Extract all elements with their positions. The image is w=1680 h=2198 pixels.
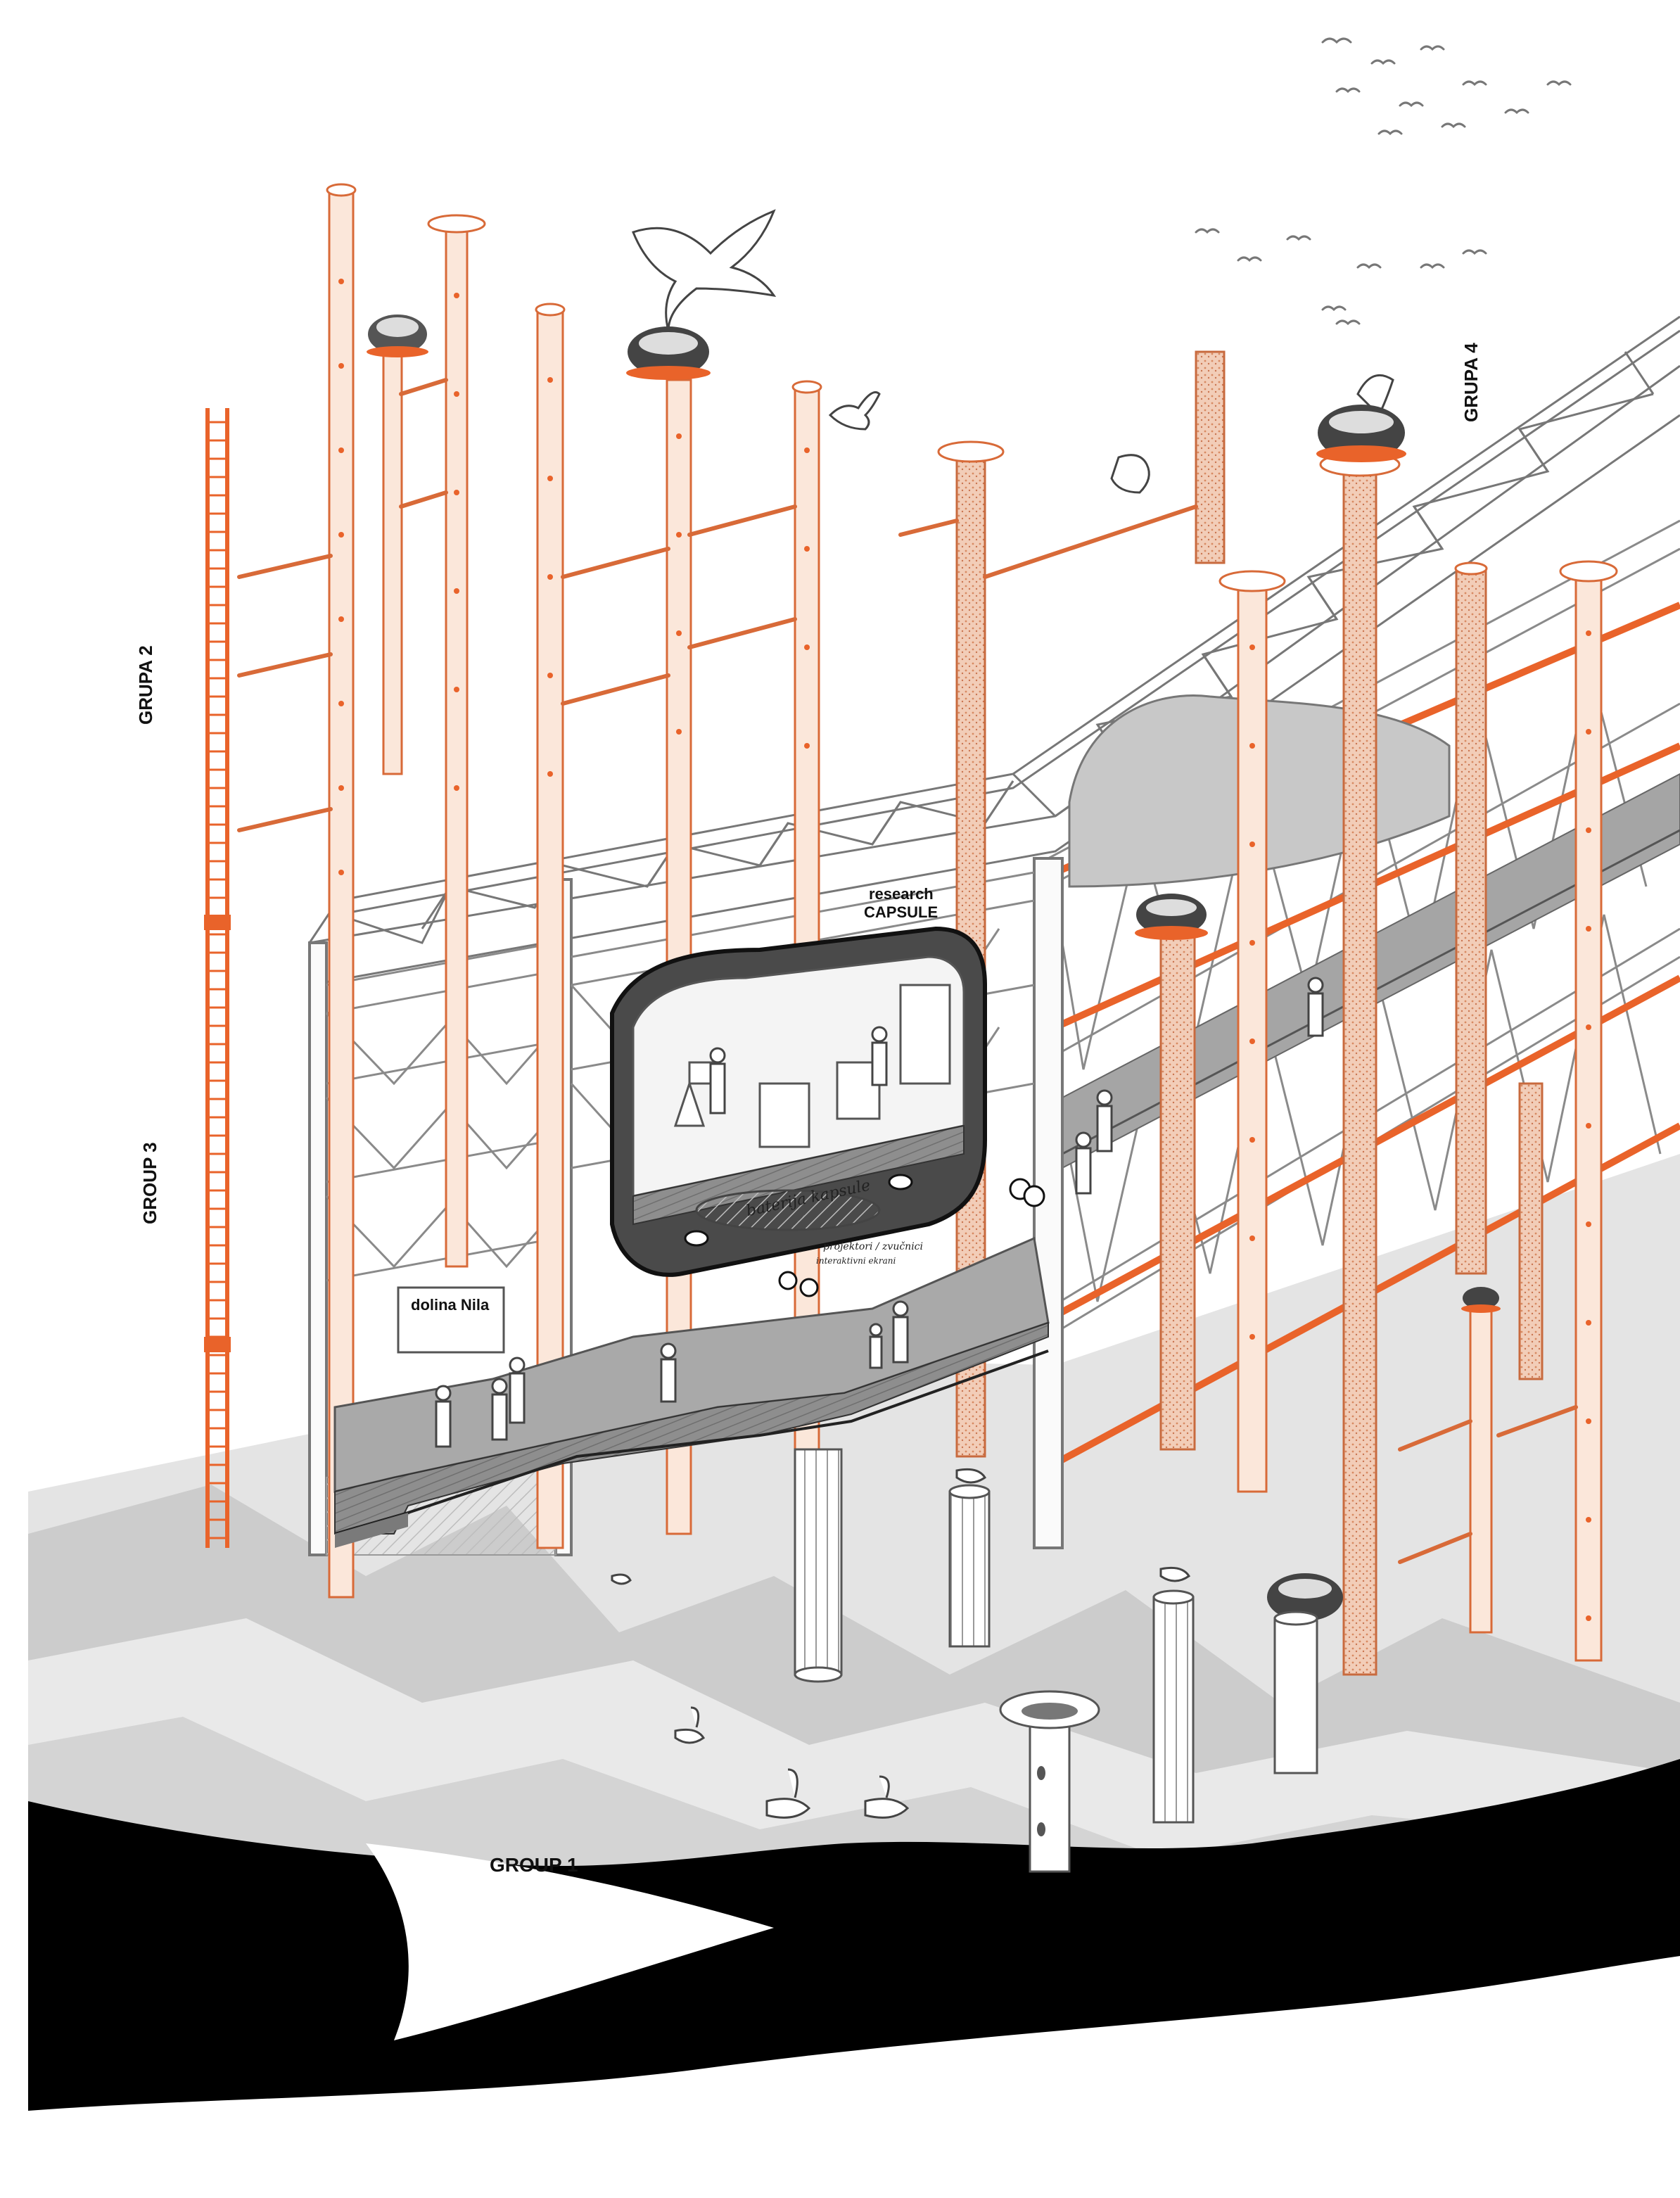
nest-icon [1316,405,1406,462]
bird-icon [1462,80,1487,87]
bird-icon [1335,87,1361,94]
lower-walkway [333,1236,1050,1548]
bird-icon [1286,235,1311,241]
column-funnel [999,1690,1100,1873]
pole [535,303,566,1549]
person-icon [509,1357,526,1424]
speaker-icon [1023,1185,1045,1207]
swan-icon [674,1706,706,1744]
capsule-researchers [709,1026,888,1114]
bird-icon [1321,37,1352,44]
person-icon [871,1041,888,1086]
column [794,1448,843,1683]
person-icon [1096,1089,1113,1152]
bird-icon [1420,263,1445,269]
research-capsule [610,926,987,1277]
bird-icon [1377,129,1403,136]
bird-icon [1356,263,1382,269]
flying-bird-large [632,209,777,331]
walkway-deck [334,1321,1049,1535]
pole [1218,570,1286,1493]
nest-icon [626,326,711,380]
bird-icon [1546,80,1572,87]
person-icon [892,1300,909,1364]
pole-dots [338,279,1591,1621]
bird-flock [1195,37,1572,326]
person-icon [1307,977,1324,1037]
swan-icon [611,1573,632,1585]
nest-icon [367,315,428,357]
bird-icon [1462,249,1487,255]
pole [427,214,486,1268]
person-icon [660,1342,677,1403]
person-icon [709,1062,726,1114]
capsule-lab-furniture [673,984,951,1148]
projector-label-line2: interaktivni ekrani [816,1256,896,1266]
pole-textured [1159,913,1196,1451]
ground-white-inlet [366,1843,774,2040]
nest-icon [1267,1573,1343,1621]
column [1152,1589,1195,1824]
bird-icon [1420,45,1445,51]
bird-icon [632,209,777,331]
label-group-3: GROUP 3 [139,1142,160,1224]
pole [382,350,403,775]
nest-icon [1135,894,1208,940]
bird-icon [1370,59,1396,65]
swan-icon [765,1768,811,1819]
bird-icon [1441,122,1466,129]
nests [367,315,1501,1621]
walkway-underside [335,1513,408,1548]
bird-icon [1504,108,1529,115]
bird-icon [1195,228,1220,234]
visitors [435,977,1324,1448]
sign-title: dolina Nila [411,1296,490,1314]
ground-white-wave [28,1956,1680,2198]
pole [326,183,357,1599]
bird-icon [1399,101,1424,108]
swan-icon [864,1775,910,1819]
pole-textured [1195,350,1226,564]
perch-sticks [237,378,1578,1564]
info-sign: dolina Nila [397,1286,505,1354]
speakers [778,1178,1045,1297]
column [1273,1611,1318,1774]
capsule-interior [632,955,965,1198]
person-icon [491,1378,508,1441]
swan-icon [955,1468,987,1484]
label-grupa-2: GRUPA 2 [135,645,156,725]
speaker-icon [799,1278,819,1297]
person-icon [709,1047,726,1064]
swans [611,1468,1191,1819]
person-icon [1075,1131,1092,1195]
bird-icon [1335,319,1361,326]
pole [1469,1307,1493,1634]
capsule-battery [695,1189,881,1231]
capsule-porthole [684,1230,709,1247]
person-icon [869,1323,883,1369]
pole-textured [1518,1082,1544,1380]
pole [1559,560,1618,1662]
perched-bird [828,374,1394,494]
swan-icon [1159,1566,1191,1582]
column [948,1484,991,1648]
capsule-label-line1: research [869,885,934,903]
capsule-label-line2: CAPSULE [864,903,938,921]
capsule-porthole [888,1174,913,1190]
label-group-1: GROUP 1 [490,1854,578,1876]
pole-textured [1454,561,1488,1275]
speaker-icon [778,1271,798,1290]
label-grupa-4: GRUPA 4 [1461,343,1482,422]
bird-icon [828,391,881,431]
bird-icon [1237,256,1262,262]
person-icon [871,1026,888,1043]
bird-icon [1321,305,1347,312]
projector-label-line1: projektori / zvučnici [823,1241,923,1252]
support-columns [794,1448,1318,1873]
person-icon [435,1385,452,1448]
orange-ladder [204,408,231,1548]
nest-icon [1461,1287,1501,1313]
bird-icon [1110,454,1150,494]
